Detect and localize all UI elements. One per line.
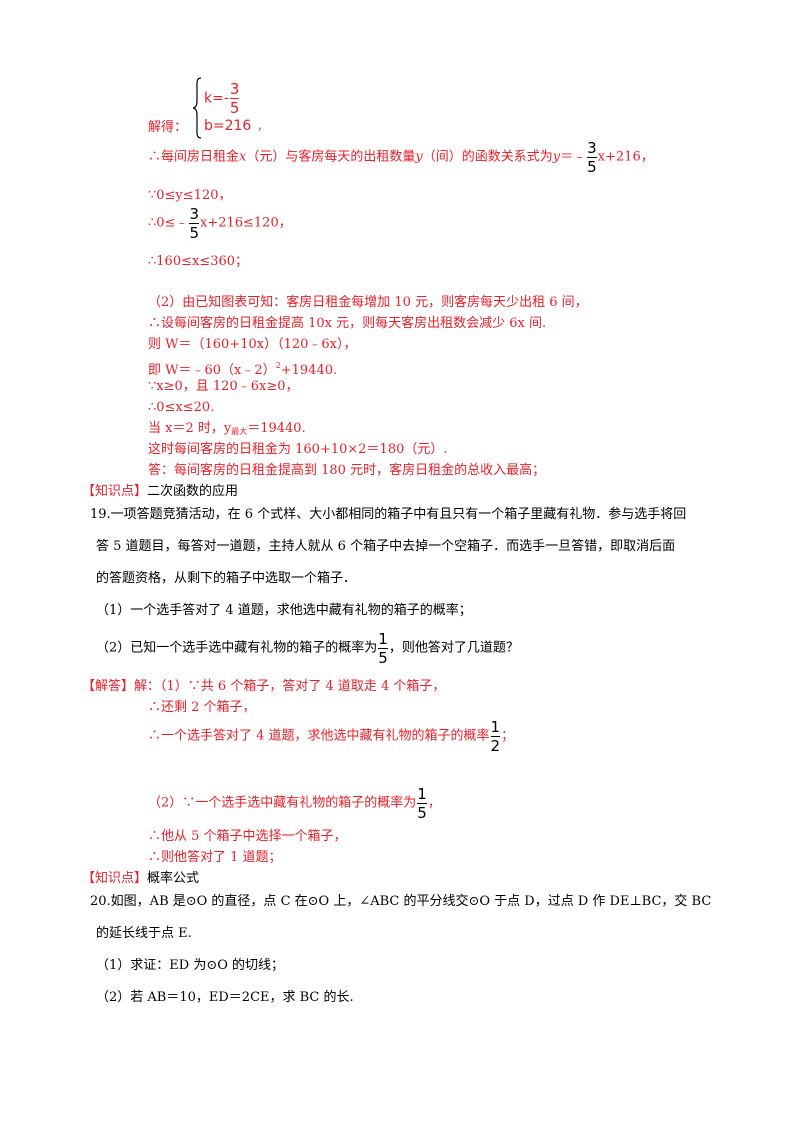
- answer-line-2: ∵0≤y≤120，: [148, 188, 232, 203]
- kp-value: 概率公式: [147, 871, 200, 886]
- q20-line-2: 的延长线于点 E.: [96, 926, 192, 941]
- kp-label: 【知识点】: [82, 484, 148, 499]
- fraction-numerator: 3: [229, 80, 240, 98]
- q20-sub-1: （1）求证：ED 为⊙O 的切线；: [96, 958, 284, 973]
- q20-sub-2: （2）若 AB＝10，ED＝2CE，求 BC 的长.: [96, 990, 354, 1005]
- part2-line-1: （2）由已知图表可知：客房日租金每增加 10 元，则客房每天少出租 6 间，: [148, 295, 588, 310]
- q19-line-3: 的答题资格，从剩下的箱子中选取一个箱子．: [96, 571, 357, 586]
- part2-line-7: 当 x＝2 时，y最大＝19440.: [148, 421, 306, 436]
- sys-b-row: b=216: [204, 118, 251, 134]
- part2-line-6: ∴0≤x≤20.: [148, 400, 215, 415]
- q19-sub-1: （1）一个选手答对了 4 道题，求他选中藏有礼物的箱子的概率；: [96, 603, 472, 618]
- fraction-denominator: 5: [229, 99, 240, 117]
- q19-line-1: 19.一项答题竞猜活动，在 6 个式样、大小都相同的箱子中有且只有一个箱子里藏有…: [90, 507, 687, 522]
- part2-line-3: 则 W＝（160+10x）（120﹣6x），: [148, 337, 357, 352]
- q19-answer-line-2: ∴还剩 2 个箱子，: [148, 700, 256, 715]
- left-brace: [192, 77, 202, 139]
- knowledge-point-2: 【知识点】概率公式: [82, 870, 199, 888]
- q20-line-1: 20.如图，AB 是⊙O 的直径，点 C 在⊙O 上，∠ABC 的平分线交⊙O …: [90, 894, 712, 909]
- part2-line-2: ∴设每间客房的日租金提高 10x 元，则每天客房出租数会减少 6x 间.: [148, 316, 547, 331]
- q19-answer-line-6: ∴则他答对了 1 道题；: [148, 850, 282, 865]
- sys-b: b=216: [204, 118, 252, 134]
- q19-answer-line-5: ∴他从 5 个箱子中选择一个箱子，: [148, 829, 347, 844]
- kp-label: 【知识点】: [82, 871, 148, 886]
- part2-line-9: 答：每间客房的日租金提高到 180 元时，客房日租金的总收入最高；: [148, 463, 546, 478]
- q19-line-2: 答 5 道题目，每答对一道题，主持人就从 6 个箱子中去掉一个空箱子．而选手一旦…: [96, 539, 676, 554]
- kp-value: 二次函数的应用: [147, 484, 239, 499]
- q19-answer-line-1: 【解答】解：（1）∵共 6 个箱子，答对了 4 道取走 4 个箱子，: [82, 679, 446, 694]
- jiede-comma: ,: [258, 118, 263, 133]
- answer-line-4: ∴160≤x≤360；: [148, 254, 249, 269]
- part2-line-8: 这时每间客房的日租金为 160+10×2＝180（元）.: [148, 442, 448, 457]
- part2-line-5: ∵x≥0，且 120﹣6x≥0，: [148, 379, 299, 394]
- knowledge-point-1: 【知识点】二次函数的应用: [82, 483, 238, 501]
- jiede-label: 解得：: [148, 120, 188, 135]
- sys-k-lhs: k=-: [204, 90, 229, 107]
- part2-line-4: 即 W＝﹣60（x﹣2）2+19440.: [148, 361, 338, 378]
